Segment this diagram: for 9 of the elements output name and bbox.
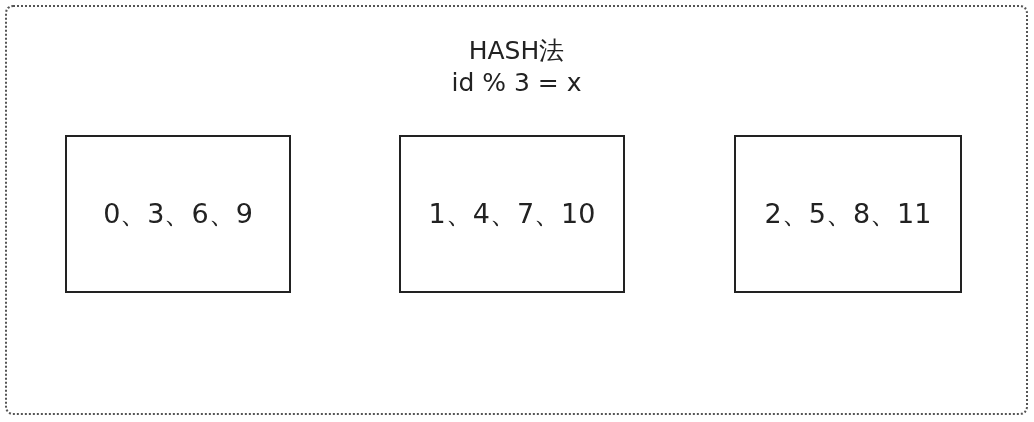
bucket-box (65, 135, 291, 293)
bucket-box (734, 135, 962, 293)
value-list: 1、4、7、10 (428, 196, 596, 232)
diagram-heading: HASH法 (467, 35, 566, 67)
bucket-box (399, 135, 625, 293)
formula-text: id % 3 = x (450, 67, 583, 99)
value-list: 2、5、8、11 (764, 196, 932, 232)
value-list: 0、3、6、9 (103, 196, 253, 232)
group-frame (5, 5, 1028, 415)
